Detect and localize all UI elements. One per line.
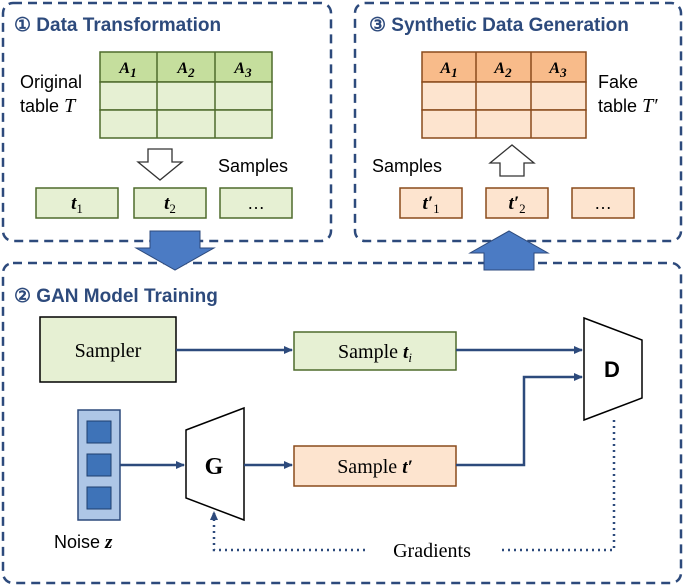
svg-text:…: …: [594, 193, 612, 213]
samples-label: Samples: [372, 156, 442, 176]
noise-vector: [77, 409, 121, 521]
fake-sample-box: …: [571, 187, 635, 219]
svg-text:Sample ti: Sample ti: [338, 341, 412, 365]
section-title: ③ Synthetic Data Generation: [369, 15, 629, 36]
section-synthetic-generation: ③ Synthetic Data Generation A1 A2 A3 Fak…: [353, 1, 683, 243]
fake-table-label-line2: table T′: [598, 95, 658, 117]
svg-text:D: D: [604, 357, 620, 382]
discriminator: D: [583, 316, 643, 422]
sampler-box: Sampler: [39, 316, 177, 383]
column-header: A3: [233, 60, 252, 80]
svg-text:…: …: [247, 193, 265, 213]
svg-text:t1: t1: [71, 193, 83, 216]
gradients-label: Gradients: [393, 540, 471, 562]
fake-table: A1 A2 A3: [421, 51, 587, 139]
svg-text:t′2: t′2: [508, 193, 525, 216]
fake-sample-box: t′2: [485, 187, 549, 219]
sample-box: …: [219, 187, 293, 219]
column-header: A3: [548, 60, 567, 80]
column-header: A1: [439, 60, 457, 80]
sample-box: t1: [35, 187, 119, 219]
up-block-arrow: [468, 230, 550, 271]
down-block-arrow: [134, 230, 216, 271]
svg-text:t′1: t′1: [422, 193, 439, 216]
sample-box: t2: [133, 187, 207, 219]
connector-fake-to-discriminator: [456, 373, 583, 467]
svg-text:Sampler: Sampler: [75, 340, 142, 362]
sample-real-box: Sample ti: [293, 331, 457, 371]
original-table-label: Original: [20, 72, 82, 92]
fake-table-label: Fake: [598, 72, 638, 92]
svg-text:t2: t2: [164, 193, 176, 216]
svg-text:G: G: [205, 454, 224, 480]
generator: G: [185, 406, 245, 522]
svg-text:Sample t′: Sample t′: [337, 456, 413, 478]
samples-label: Samples: [218, 156, 288, 176]
gradient-feedback-line: [500, 420, 616, 552]
down-hollow-arrow: [136, 148, 184, 181]
column-header: A2: [176, 60, 195, 80]
up-hollow-arrow: [488, 144, 536, 177]
fake-sample-box: t′1: [399, 187, 463, 219]
original-table: A1 A2 A3: [99, 51, 273, 139]
section-title: ② GAN Model Training: [14, 286, 218, 307]
section-title: ① Data Transformation: [14, 15, 221, 36]
section-data-transformation: ① Data Transformation Original table T A…: [1, 1, 333, 243]
gradient-feedback-line: [210, 511, 365, 552]
column-header: A2: [493, 60, 512, 80]
section-gan-training: ② GAN Model Training Sampler Sample ti N…: [1, 230, 683, 585]
column-header: A1: [118, 60, 136, 80]
original-table-label-line2: table T: [20, 95, 77, 117]
noise-label: Noise z: [54, 532, 113, 553]
sample-fake-box: Sample t′: [293, 445, 457, 487]
